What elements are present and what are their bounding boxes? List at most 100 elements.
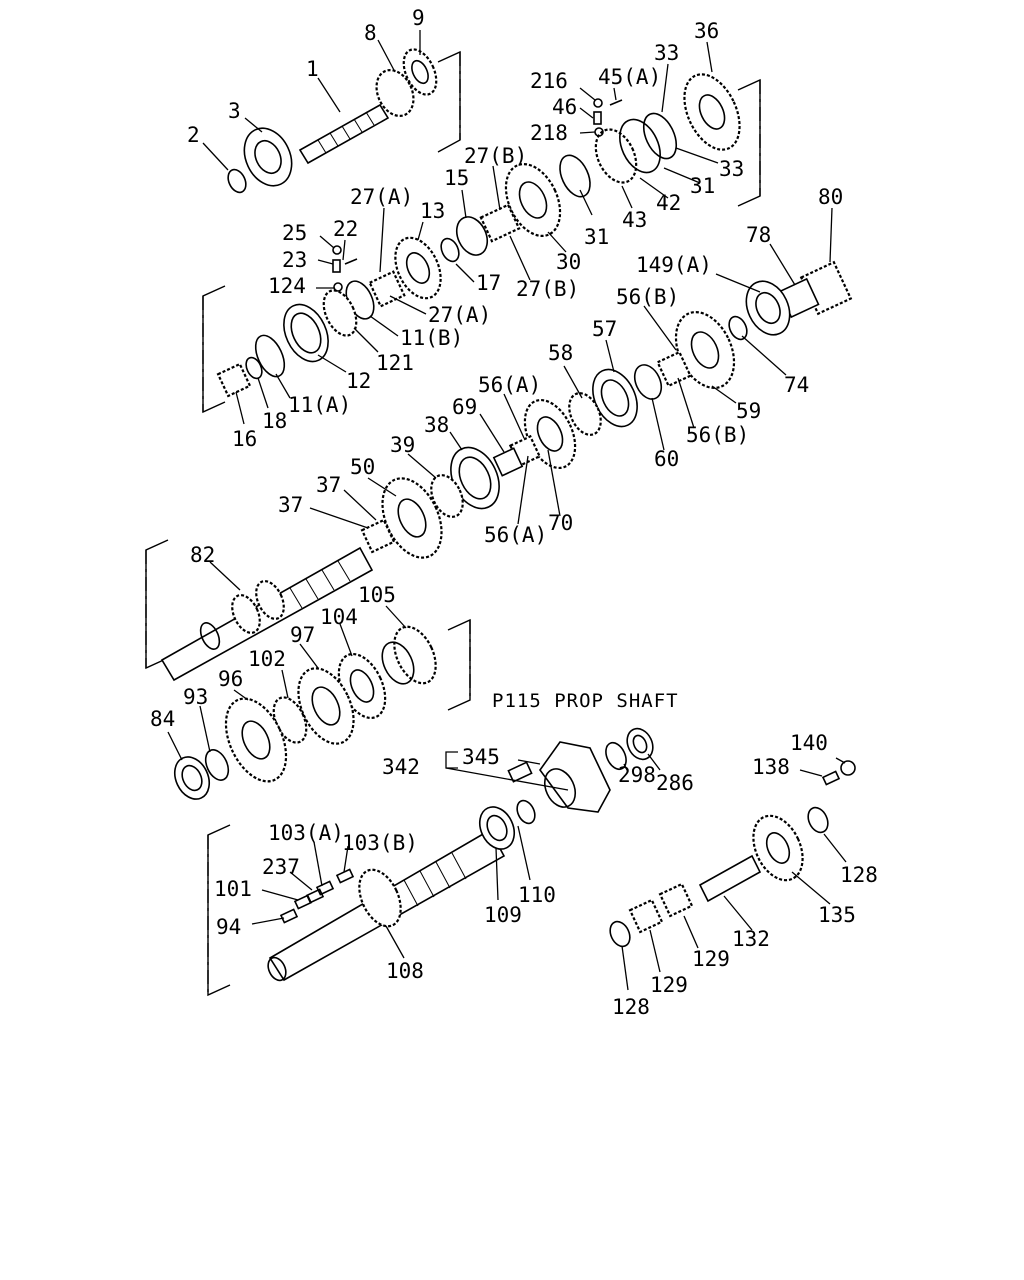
gear-105 bbox=[381, 625, 437, 685]
part-label: 342 bbox=[382, 755, 420, 779]
lock-138 bbox=[821, 770, 841, 786]
bearing-109 bbox=[478, 806, 516, 850]
part-label: 13 bbox=[420, 199, 445, 223]
part-label: 298 bbox=[618, 763, 656, 787]
part-label: 60 bbox=[654, 447, 679, 471]
part-labels: 9 8 1 3 2 216 45(A) 46 218 33 36 33 31 4… bbox=[150, 6, 878, 1019]
pin-25 bbox=[332, 245, 342, 255]
part-label: 45(A) bbox=[598, 65, 661, 89]
bearing-84 bbox=[173, 756, 211, 800]
input-shaft bbox=[298, 103, 390, 165]
ring-18 bbox=[245, 356, 263, 380]
part-label: 27(A) bbox=[428, 303, 491, 327]
key-94 bbox=[279, 908, 299, 924]
part-label: 11(A) bbox=[288, 393, 351, 417]
countershaft-108-group bbox=[207, 799, 536, 997]
snap-ring-2 bbox=[227, 168, 247, 194]
bolt-345 bbox=[507, 761, 533, 783]
mainshaft-82 bbox=[160, 546, 374, 682]
part-label: 33 bbox=[654, 41, 679, 65]
part-label: 121 bbox=[376, 351, 414, 375]
part-label: 128 bbox=[840, 863, 878, 887]
part-label: 2 bbox=[187, 123, 200, 147]
part-label: 43 bbox=[622, 208, 647, 232]
leader-lines bbox=[167, 30, 847, 991]
part-label: 56(A) bbox=[484, 523, 547, 547]
part-label: 11(B) bbox=[400, 326, 463, 350]
gear-96 bbox=[224, 697, 288, 783]
part-label: 57 bbox=[592, 317, 617, 341]
part-label: 110 bbox=[518, 883, 556, 907]
part-label: 140 bbox=[790, 731, 828, 755]
part-label: 97 bbox=[290, 623, 315, 647]
part-label: 16 bbox=[232, 427, 257, 451]
gear-70 bbox=[523, 398, 577, 470]
part-label: 80 bbox=[818, 185, 843, 209]
prop-shaft-reference: P115 PROP SHAFT bbox=[492, 690, 679, 712]
sleeve-12 bbox=[283, 303, 329, 363]
key-237 bbox=[305, 888, 325, 904]
part-label: 59 bbox=[736, 399, 761, 423]
part-label: 37 bbox=[278, 493, 303, 517]
part-label: 38 bbox=[424, 413, 449, 437]
input-shaft-group bbox=[227, 48, 461, 194]
spring-23 bbox=[332, 259, 341, 273]
part-label: 23 bbox=[282, 248, 307, 272]
part-label: 109 bbox=[484, 903, 522, 927]
part-label: 124 bbox=[268, 274, 306, 298]
shaft-132 bbox=[698, 854, 762, 903]
key-103b bbox=[335, 868, 355, 884]
part-label: 27(A) bbox=[350, 185, 413, 209]
part-label: 129 bbox=[692, 947, 730, 971]
needle-bearing-27a bbox=[368, 270, 406, 308]
part-label: 39 bbox=[390, 433, 415, 457]
part-label: 56(A) bbox=[478, 373, 541, 397]
part-label: 74 bbox=[784, 373, 809, 397]
part-label: 96 bbox=[218, 667, 243, 691]
part-label: 69 bbox=[452, 395, 477, 419]
part-label: 33 bbox=[719, 157, 744, 181]
part-label: 84 bbox=[150, 707, 175, 731]
ring-33 bbox=[642, 112, 678, 160]
part-label: 17 bbox=[476, 271, 501, 295]
hub-121 bbox=[322, 289, 358, 337]
part-label: 132 bbox=[732, 927, 770, 951]
ring-74 bbox=[728, 315, 748, 341]
ring-31 bbox=[559, 154, 591, 198]
part-label: 31 bbox=[584, 225, 609, 249]
part-label: 27(B) bbox=[516, 277, 579, 301]
gear-8 bbox=[375, 68, 415, 118]
gear-59 bbox=[674, 311, 736, 389]
hub-39 bbox=[430, 474, 464, 518]
collar-60 bbox=[633, 364, 663, 400]
part-label: 30 bbox=[556, 250, 581, 274]
part-label: 78 bbox=[746, 223, 771, 247]
bolt-140 bbox=[840, 760, 856, 776]
collar-15 bbox=[455, 216, 489, 256]
part-label: 46 bbox=[552, 95, 577, 119]
part-label: 135 bbox=[818, 903, 856, 927]
hub-43 bbox=[594, 118, 661, 184]
part-label: 101 bbox=[214, 877, 252, 901]
collar-69 bbox=[492, 447, 524, 477]
part-label: 345 bbox=[462, 745, 500, 769]
part-label: 15 bbox=[444, 166, 469, 190]
part-label: 108 bbox=[386, 959, 424, 983]
hub-58 bbox=[568, 392, 602, 436]
part-label: 9 bbox=[412, 6, 425, 30]
part-label: 1 bbox=[306, 57, 319, 81]
part-label: 102 bbox=[248, 647, 286, 671]
mainshaft-rear-group bbox=[360, 260, 853, 559]
part-label: 50 bbox=[350, 455, 375, 479]
gear-135 bbox=[752, 814, 804, 882]
washer-128-upper bbox=[807, 806, 829, 834]
mainshaft-upper-gears bbox=[202, 73, 761, 414]
bearing-149a bbox=[745, 280, 791, 336]
part-label: 31 bbox=[690, 174, 715, 198]
flange-342 bbox=[539, 741, 611, 813]
ring-110 bbox=[516, 799, 536, 825]
part-label: 42 bbox=[656, 191, 681, 215]
part-label: 103(A) bbox=[268, 821, 344, 845]
gear-30 bbox=[504, 162, 562, 238]
seal-286 bbox=[626, 727, 654, 761]
